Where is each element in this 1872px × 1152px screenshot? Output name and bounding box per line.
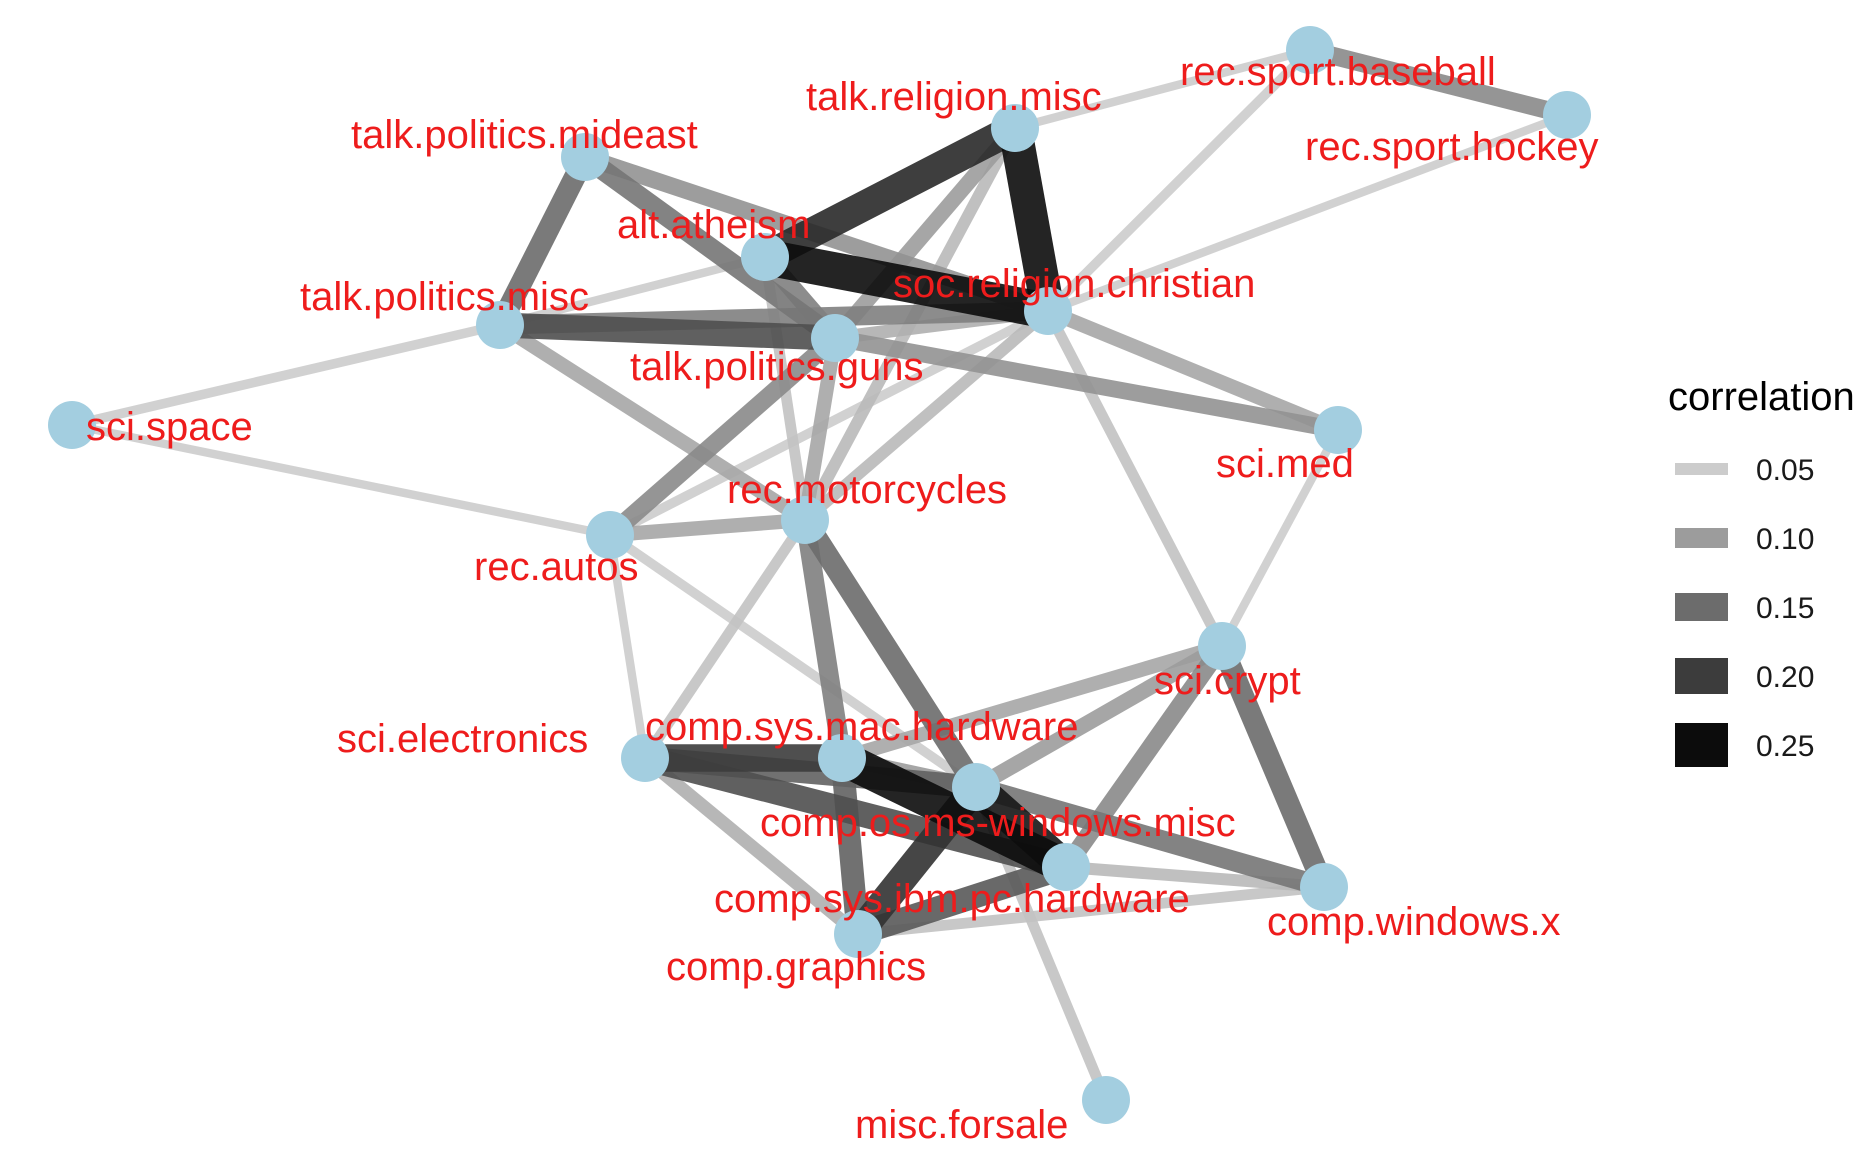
- edge-sci-electronics--comp-graphics: [640, 752, 863, 940]
- edge-talk-religion-misc--alt-atheism: [758, 114, 1022, 271]
- node-alt-atheism: [741, 233, 789, 281]
- node-label-comp-sys-ibm-pc-hardware: comp.sys.ibm.pc.hardware: [714, 877, 1190, 921]
- node-talk-politics-mideast: [561, 133, 609, 181]
- node-rec-sport-hockey: [1543, 91, 1591, 139]
- node-label-comp-graphics: comp.graphics: [666, 945, 926, 989]
- edge-comp-sys-ibm-pc-hardware--comp-graphics: [854, 855, 1070, 946]
- node-label-misc-forsale: misc.forsale: [855, 1103, 1068, 1147]
- edge-soc-religion-christian--sci-crypt: [1043, 308, 1227, 649]
- node-sci-space: [48, 401, 96, 449]
- edge-sci-crypt--comp-windows-x: [1212, 641, 1334, 892]
- edge-talk-politics-misc--rec-motorcycles: [496, 318, 809, 527]
- edge-rec-motorcycles--comp-sys-mac-hardware: [795, 518, 852, 760]
- node-label-sci-electronics: sci.electronics: [337, 717, 588, 761]
- legend: correlation 0.05 0.10 0.15 0.20 0.25: [1668, 375, 1855, 767]
- edge-sci-crypt--comp-sys-mac-hardware: [839, 639, 1225, 765]
- labels-layer: rec.sport.baseball rec.sport.hockey talk.r…: [86, 50, 1598, 1147]
- legend-items: 0.05 0.10 0.15 0.20 0.25: [1675, 454, 1814, 767]
- node-misc-forsale: [1082, 1076, 1130, 1124]
- edge-rec-sport-hockey--soc-religion-christian: [1046, 111, 1569, 315]
- legend-label-0: 0.05: [1756, 454, 1814, 487]
- edge-talk-religion-misc--soc-religion-christian: [998, 125, 1065, 314]
- edge-soc-religion-christian--sci-med: [1045, 304, 1341, 437]
- node-sci-electronics: [621, 734, 669, 782]
- node-sci-med: [1314, 406, 1362, 454]
- edge-talk-politics-mideast--talk-politics-misc: [490, 152, 595, 330]
- node-label-talk-politics-misc: talk.politics.misc: [300, 275, 589, 319]
- node-comp-sys-mac-hardware: [818, 734, 866, 782]
- edge-comp-graphics--comp-windows-x: [857, 881, 1325, 940]
- edge-rec-autos--comp-os-ms-windows-misc: [607, 531, 979, 791]
- legend-label-3: 0.20: [1756, 661, 1814, 694]
- node-label-sci-crypt: sci.crypt: [1154, 659, 1301, 703]
- node-rec-sport-baseball: [1286, 26, 1334, 74]
- node-label-soc-religion-christian: soc.religion.christian: [893, 262, 1255, 306]
- edge-alt-atheism--soc-religion-christian: [761, 239, 1052, 329]
- legend-title: correlation: [1668, 375, 1855, 419]
- node-label-sci-med: sci.med: [1216, 442, 1354, 486]
- node-label-talk-religion-misc: talk.religion.misc: [806, 75, 1102, 119]
- node-comp-os-ms-windows-misc: [952, 763, 1000, 811]
- node-talk-politics-guns: [811, 314, 859, 362]
- edge-rec-sport-baseball--rec-sport-hockey: [1307, 41, 1570, 124]
- edge-talk-politics-misc--talk-politics-guns: [499, 312, 836, 351]
- edge-rec-sport-baseball--soc-religion-christian: [1044, 46, 1314, 315]
- edge-comp-os-ms-windows-misc--comp-windows-x: [973, 777, 1327, 897]
- node-label-talk-politics-mideast: talk.politics.mideast: [351, 113, 698, 157]
- edge-talk-politics-guns--rec-autos: [604, 331, 841, 542]
- edge-talk-religion-misc--talk-politics-guns: [829, 122, 1021, 344]
- node-label-comp-sys-mac-hardware: comp.sys.mac.hardware: [645, 705, 1078, 749]
- node-label-comp-os-ms-windows-misc: comp.os.ms-windows.misc: [760, 801, 1236, 845]
- edge-talk-politics-guns--rec-motorcycles: [797, 336, 843, 522]
- node-comp-sys-ibm-pc-hardware: [1042, 843, 1090, 891]
- node-label-rec-motorcycles: rec.motorcycles: [727, 468, 1007, 512]
- node-comp-graphics: [834, 910, 882, 958]
- legend-label-2: 0.15: [1756, 592, 1814, 625]
- node-sci-crypt: [1198, 622, 1246, 670]
- edge-soc-religion-christian--rec-motorcycles: [801, 306, 1052, 525]
- node-label-alt-atheism: alt.atheism: [617, 203, 810, 247]
- node-rec-autos: [586, 511, 634, 559]
- edge-talk-politics-misc--sci-space: [70, 320, 502, 430]
- edge-sci-crypt--comp-os-ms-windows-misc: [972, 639, 1226, 794]
- node-label-rec-autos: rec.autos: [474, 545, 639, 589]
- edge-rec-motorcycles--sci-electronics: [640, 516, 810, 762]
- node-label-comp-windows-x: comp.windows.x: [1267, 900, 1560, 944]
- legend-label-4: 0.25: [1756, 730, 1814, 763]
- edge-talk-politics-mideast--talk-politics-guns: [579, 148, 841, 347]
- edge-soc-religion-christian--rec-autos: [607, 306, 1051, 540]
- node-label-talk-politics-guns: talk.politics.guns: [630, 345, 923, 389]
- node-soc-religion-christian: [1024, 287, 1072, 335]
- node-label-rec-sport-baseball: rec.sport.baseball: [1180, 50, 1496, 94]
- node-talk-religion-misc: [991, 104, 1039, 152]
- nodes-layer: [48, 26, 1591, 1124]
- edge-rec-autos--sci-electronics: [605, 534, 650, 759]
- edge-rec-motorcycles--comp-os-ms-windows-misc: [795, 514, 986, 793]
- node-label-rec-sport-hockey: rec.sport.hockey: [1305, 125, 1598, 169]
- edge-rec-sport-baseball--talk-religion-misc: [1013, 45, 1312, 133]
- legend-label-1: 0.10: [1756, 523, 1814, 556]
- edge-sci-med--sci-crypt: [1218, 428, 1342, 648]
- node-talk-politics-misc: [476, 301, 524, 349]
- edge-sci-space--rec-autos: [71, 420, 611, 540]
- node-comp-windows-x: [1300, 863, 1348, 911]
- edge-alt-atheism--talk-politics-misc: [498, 252, 767, 330]
- edge-comp-sys-mac-hardware--comp-graphics: [830, 756, 870, 936]
- edge-talk-politics-guns--sci-med: [833, 329, 1340, 439]
- node-label-sci-space: sci.space: [86, 405, 253, 449]
- edges-layer: [70, 41, 1570, 1103]
- edge-rec-autos--rec-motorcycles: [609, 512, 806, 543]
- node-rec-motorcycles: [781, 496, 829, 544]
- edge-comp-sys-mac-hardware--comp-sys-ibm-pc-hardware: [834, 742, 1074, 883]
